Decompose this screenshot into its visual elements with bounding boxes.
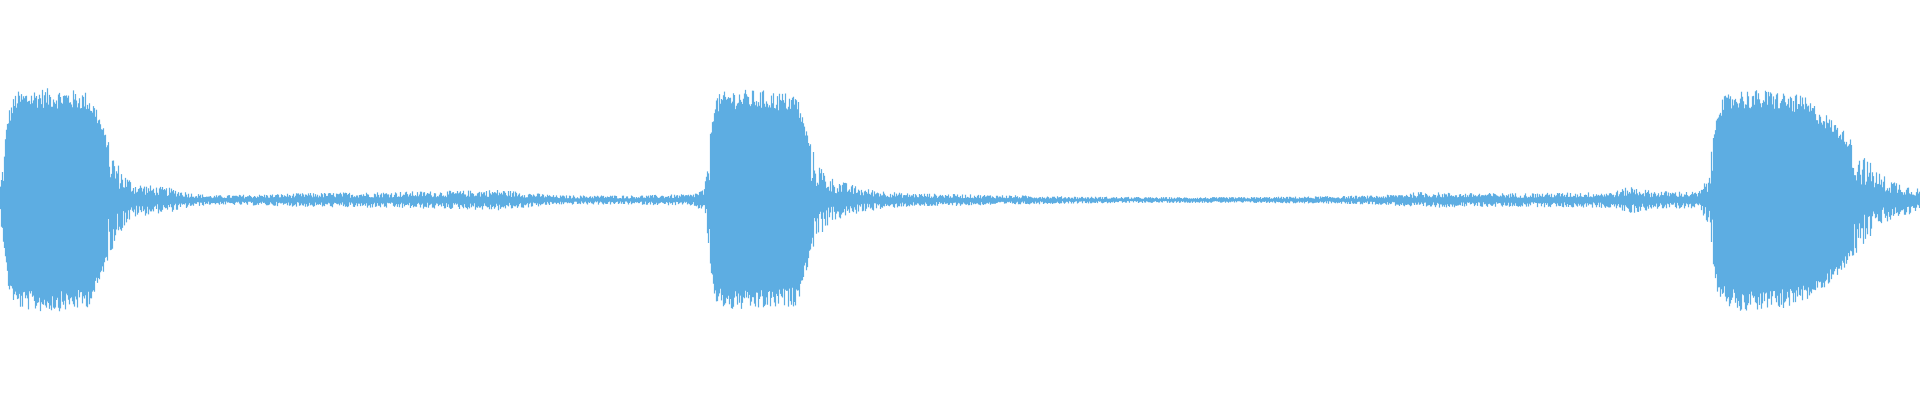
waveform-samples: [0, 88, 1920, 312]
